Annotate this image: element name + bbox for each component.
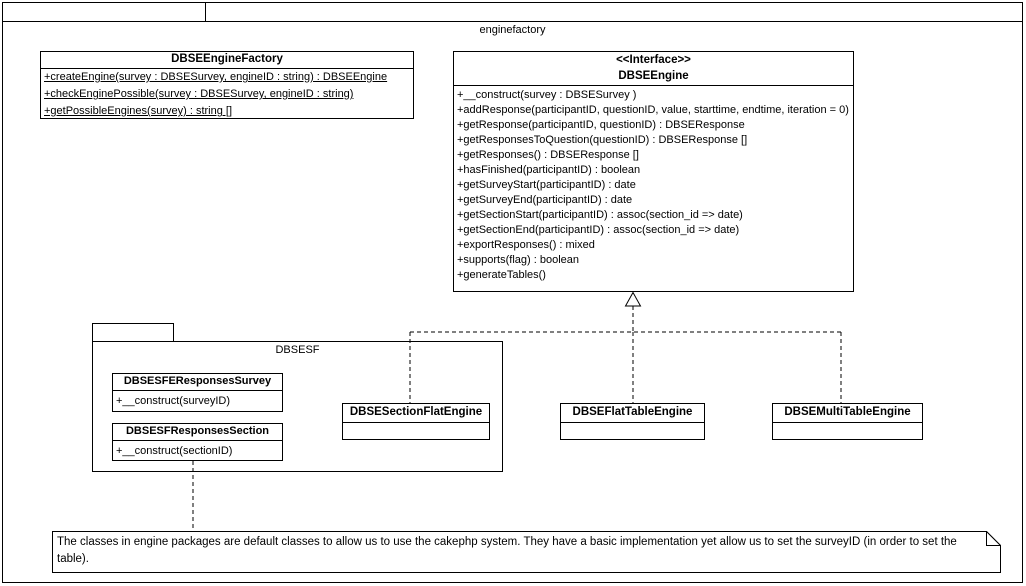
dbsesf-package-name: DBSESF — [275, 344, 320, 356]
enginefactory-package-name: enginefactory — [479, 24, 546, 36]
method-item: +__construct(survey : DBSESurvey ) — [457, 89, 637, 101]
method-item: +getPossibleEngines(survey) : string [] — [44, 105, 233, 117]
method-item: +exportResponses() : mixed — [457, 239, 595, 251]
method-item: +createEngine(survey : DBSESurvey, engin… — [44, 71, 388, 83]
note-shape-icon — [52, 530, 1002, 573]
dbsesf-package-tab — [92, 323, 174, 342]
class-title-dbsesectionflatengine: DBSESectionFlatEngine — [343, 404, 489, 423]
class-methods-dbseenginefactory: +createEngine(survey : DBSESurvey, engin… — [41, 69, 413, 120]
method-item: +getSectionEnd(participantID) : assoc(se… — [457, 224, 740, 236]
method-item: +checkEnginePossible(survey : DBSESurvey… — [44, 88, 354, 100]
interface-methods-dbseengine: +__construct(survey : DBSESurvey ) +addRe… — [454, 86, 853, 283]
interface-dbseengine: <<Interface>> DBSEEngine +__construct(su… — [453, 51, 854, 292]
method-item: +getSurveyEnd(participantID) : date — [457, 194, 633, 206]
note-text: The classes in engine packages are defau… — [57, 536, 957, 565]
class-title-dbseenginefactory: DBSEEngineFactory — [41, 52, 413, 69]
method-item: +getSurveyStart(participantID) : date — [457, 179, 636, 191]
method-item: +supports(flag) : boolean — [457, 254, 579, 266]
method-item: +addResponse(participantID, questionID, … — [457, 104, 849, 116]
class-title-dbsesfresponsessection: DBSESFResponsesSection — [113, 424, 282, 441]
method-item: +getSectionStart(participantID) : assoc(… — [457, 209, 743, 221]
note: The classes in engine packages are defau… — [52, 530, 1002, 573]
interface-title-dbseengine: <<Interface>> DBSEEngine — [454, 52, 853, 86]
method-item: +getResponse(participantID, questionID) … — [457, 119, 745, 131]
class-dbsesferesponsessurvey: DBSESFEResponsesSurvey +__construct(surv… — [112, 373, 283, 412]
class-title-dbseflattableengine: DBSEFlatTableEngine — [561, 404, 704, 423]
interface-stereotype: <<Interface>> — [616, 54, 691, 66]
class-dbsemultitableengine: DBSEMultiTableEngine — [772, 403, 923, 440]
method-item: +__construct(surveyID) — [116, 395, 231, 407]
note-fold-icon — [986, 530, 1002, 546]
method-item: +getResponses() : DBSEResponse [] — [457, 149, 639, 161]
class-dbsesectionflatengine: DBSESectionFlatEngine — [342, 403, 490, 440]
method-item: +generateTables() — [457, 269, 546, 281]
interface-name: DBSEEngine — [618, 69, 689, 82]
class-dbsesfresponsessection: DBSESFResponsesSection +__construct(sect… — [112, 423, 283, 461]
class-methods-dbsesfresponsessection: +__construct(sectionID) — [113, 441, 282, 464]
class-title-dbsesferesponsessurvey: DBSESFEResponsesSurvey — [113, 374, 282, 391]
method-item: +hasFinished(participantID) : boolean — [457, 164, 641, 176]
class-methods-dbsesferesponsessurvey: +__construct(surveyID) — [113, 391, 282, 414]
method-item: +__construct(sectionID) — [116, 445, 233, 457]
class-dbseenginefactory: DBSEEngineFactory +createEngine(survey :… — [40, 51, 414, 119]
method-item: +getResponsesToQuestion(questionID) : DB… — [457, 134, 748, 146]
class-title-dbsemultitableengine: DBSEMultiTableEngine — [773, 404, 922, 423]
class-dbseflattableengine: DBSEFlatTableEngine — [560, 403, 705, 440]
